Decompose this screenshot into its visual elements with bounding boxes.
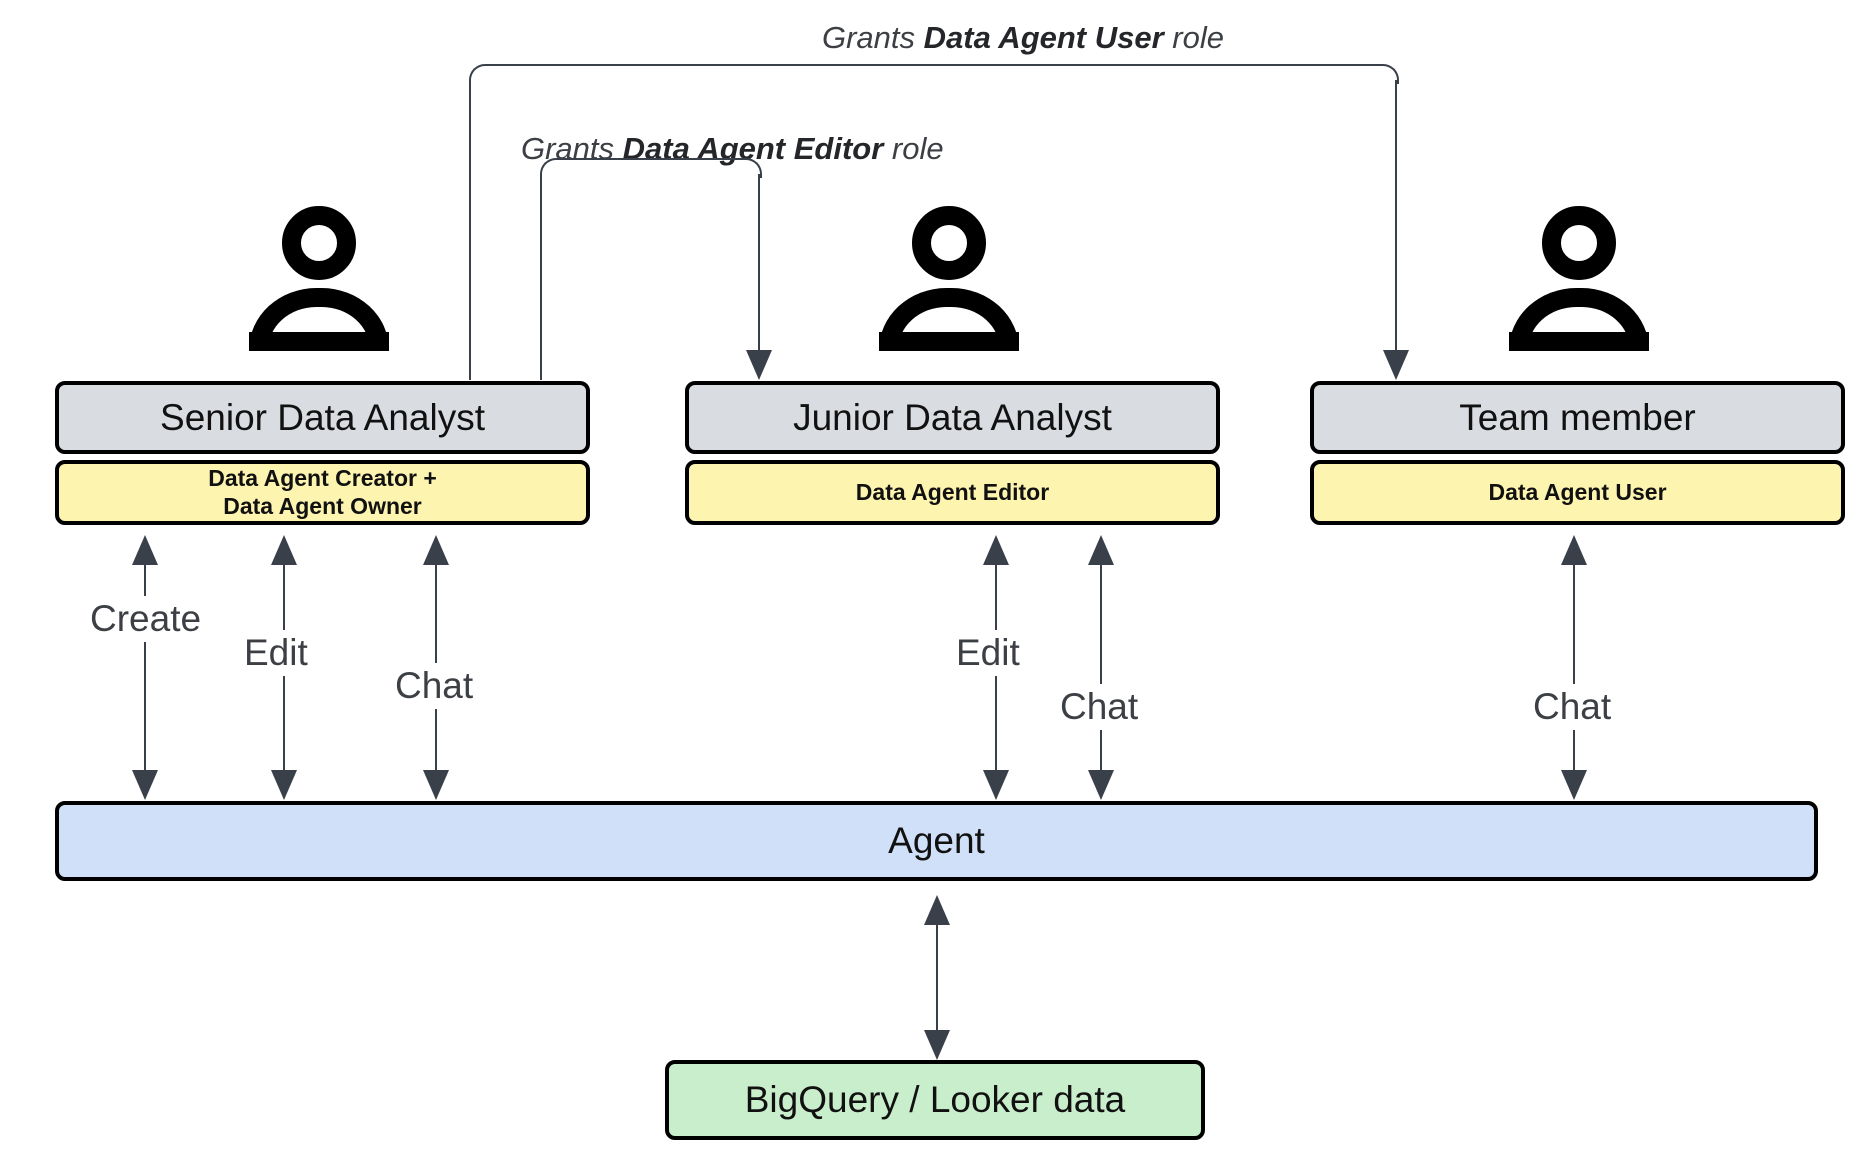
person-base-icon <box>1509 332 1649 351</box>
grant-user-role: Data Agent User <box>923 20 1164 55</box>
chat-arrowhead-down-icon <box>1561 770 1587 800</box>
grant-user-connector-top <box>487 64 1381 66</box>
permission-line: Data Agent Creator + <box>208 465 437 492</box>
action-label-edit: Edit <box>238 630 314 676</box>
chat-arrow-line <box>1100 563 1102 773</box>
chat-arrowhead-up-icon <box>1088 535 1114 565</box>
person-base-icon <box>249 332 389 351</box>
agent-bar[interactable]: Agent <box>55 801 1818 881</box>
create-arrowhead-down-icon <box>132 770 158 800</box>
grant-user-prefix: Grants <box>822 20 924 55</box>
person-head-icon <box>912 206 986 280</box>
action-label-chat: Chat <box>389 663 480 709</box>
grant-editor-connector-top <box>558 158 744 160</box>
action-label-edit: Edit <box>950 630 1026 676</box>
chat-arrowhead-up-icon <box>423 535 449 565</box>
persona-team-member-permission[interactable]: Data Agent User <box>1310 460 1845 525</box>
grant-editor-prefix: Grants <box>521 131 623 166</box>
edit-arrowhead-up-icon <box>983 535 1009 565</box>
grant-user-suffix: role <box>1163 20 1224 55</box>
grant-user-connector-corner-right <box>1379 64 1399 84</box>
persona-junior-data-analyst-title[interactable]: Junior Data Analyst <box>685 381 1220 454</box>
grant-user-caption: Grants Data Agent User role <box>822 20 1224 56</box>
action-label-chat: Chat <box>1527 684 1618 730</box>
grant-user-connector-corner-left <box>469 64 489 84</box>
permission-line: Data Agent Owner <box>223 492 422 519</box>
edit-arrowhead-down-icon <box>271 770 297 800</box>
persona-junior-data-analyst-permission[interactable]: Data Agent Editor <box>685 460 1220 525</box>
grant-editor-connector-left-stem <box>540 174 542 380</box>
person-icon <box>1509 206 1649 354</box>
chat-arrowhead-down-icon <box>1088 770 1114 800</box>
grant-user-connector-left-stem <box>469 80 471 380</box>
grant-editor-connector-right-stem <box>758 174 760 354</box>
create-arrow-line <box>144 563 146 773</box>
chat-arrowhead-down-icon <box>423 770 449 800</box>
grant-editor-connector-corner-right <box>742 158 762 178</box>
edit-arrowhead-down-icon <box>983 770 1009 800</box>
grant-editor-arrowhead-icon <box>746 350 772 380</box>
chat-arrow-line <box>1573 563 1575 773</box>
edit-arrowhead-up-icon <box>271 535 297 565</box>
person-head-icon <box>282 206 356 280</box>
person-icon <box>879 206 1019 354</box>
agent-data-arrow-line <box>936 923 938 1033</box>
grant-user-arrowhead-icon <box>1383 350 1409 380</box>
grant-editor-suffix: role <box>883 131 944 166</box>
agent-data-arrowhead-up-icon <box>924 895 950 925</box>
action-label-create: Create <box>84 596 208 642</box>
chat-arrowhead-up-icon <box>1561 535 1587 565</box>
person-icon <box>249 206 389 354</box>
person-head-icon <box>1542 206 1616 280</box>
agent-data-arrowhead-down-icon <box>924 1030 950 1060</box>
persona-team-member-title[interactable]: Team member <box>1310 381 1845 454</box>
create-arrowhead-up-icon <box>132 535 158 565</box>
action-label-chat: Chat <box>1054 684 1145 730</box>
bigquery-looker-data-box[interactable]: BigQuery / Looker data <box>665 1060 1205 1140</box>
person-base-icon <box>879 332 1019 351</box>
persona-senior-data-analyst-title[interactable]: Senior Data Analyst <box>55 381 590 454</box>
grant-editor-caption: Grants Data Agent Editor role <box>521 131 944 167</box>
persona-senior-data-analyst-permission[interactable]: Data Agent Creator + Data Agent Owner <box>55 460 590 525</box>
grant-editor-connector-corner-left <box>540 158 560 178</box>
grant-user-connector-right-stem <box>1395 80 1397 354</box>
